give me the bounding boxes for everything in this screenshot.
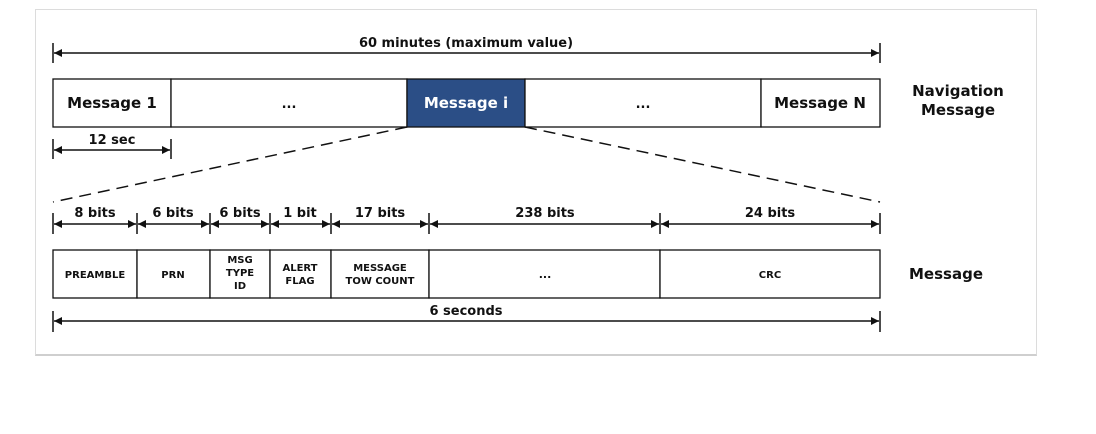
nav-box-message-1 <box>52 78 172 128</box>
field-label-tow-count-line1: MESSAGE <box>353 263 407 274</box>
nav-box-message-i-label: Message i <box>424 94 508 112</box>
bit-span-label-crc: 24 bits <box>745 206 796 221</box>
field-label-crc: CRC <box>759 270 781 281</box>
bit-span-label-tow: 17 bits <box>355 206 406 221</box>
message-row-label: Message <box>909 265 983 283</box>
field-label-ellipsis: ... <box>539 268 552 281</box>
sub-span-12-sec: 12 sec <box>52 133 172 159</box>
zoom-line-left <box>52 126 408 203</box>
nav-box-ellipsis-left-label: ... <box>282 97 297 112</box>
field-label-prn: PRN <box>161 270 184 281</box>
top-span-label: 60 minutes (maximum value) <box>359 36 573 51</box>
field-box-preamble <box>52 249 138 299</box>
message-row: PREAMBLE PRN MSG TYPE ID ALERT FLAG MESS… <box>52 249 983 299</box>
sub-span-label: 12 sec <box>89 133 136 148</box>
bit-span-label-preamble: 8 bits <box>74 206 116 221</box>
field-box-crc <box>659 249 881 299</box>
bit-span-label-data: 238 bits <box>515 206 575 221</box>
field-label-msg-type-id-line3: ID <box>234 281 246 292</box>
field-box-alert-flag <box>269 249 332 299</box>
navigation-row-label-line1: Navigation <box>912 82 1004 100</box>
field-box-tow-count <box>330 249 430 299</box>
nav-box-message-i <box>406 78 526 128</box>
nav-box-message-n <box>760 78 881 128</box>
top-span: 60 minutes (maximum value) <box>52 36 881 63</box>
field-label-msg-type-id-line1: MSG <box>227 255 252 266</box>
field-box-prn <box>136 249 211 299</box>
field-label-tow-count-line2: TOW COUNT <box>346 276 415 287</box>
nav-box-ellipsis-right <box>524 78 762 128</box>
zoom-line-right <box>524 126 881 203</box>
field-box-msg-type-id <box>209 249 271 299</box>
field-label-preamble: PREAMBLE <box>65 270 126 281</box>
field-label-msg-type-id-line2: TYPE <box>226 268 254 279</box>
bit-span-label-alert: 1 bit <box>283 206 317 221</box>
navigation-row: Message 1 ... Message i ... Message N Na… <box>52 78 1004 128</box>
nav-box-message-1-label: Message 1 <box>67 94 157 112</box>
nav-box-ellipsis-left <box>170 78 408 128</box>
bit-span-label-prn: 6 bits <box>152 206 194 221</box>
bottom-span-label: 6 seconds <box>429 304 502 319</box>
field-label-alert-flag-line1: ALERT <box>282 263 317 274</box>
bottom-span: 6 seconds <box>52 304 881 332</box>
nav-box-message-n-label: Message N <box>774 94 866 112</box>
bit-spans: 8 bits 6 bits 6 bits 1 bit 17 bits 238 b… <box>52 206 881 234</box>
field-label-alert-flag-line2: FLAG <box>285 276 314 287</box>
nav-box-ellipsis-right-label: ... <box>636 97 651 112</box>
navigation-row-label-line2: Message <box>921 101 995 119</box>
bit-span-label-msg-type: 6 bits <box>219 206 261 221</box>
